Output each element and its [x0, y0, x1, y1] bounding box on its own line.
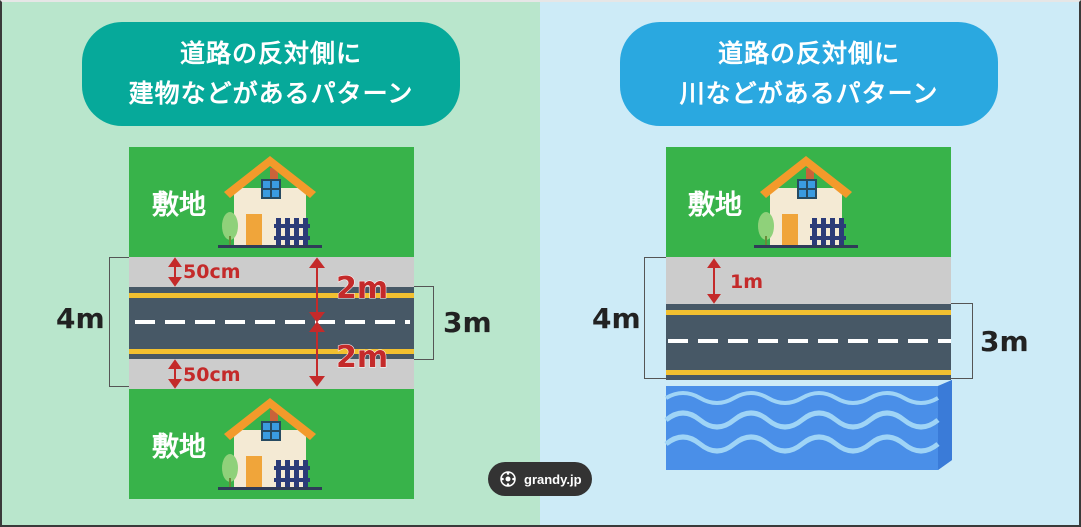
left-road-edge-line-upper — [129, 293, 414, 298]
grandy-badge[interactable]: grandy.jp — [488, 462, 592, 496]
right-setback-arrow — [707, 258, 721, 304]
left-total-width-label: 4m — [56, 302, 105, 335]
right-panel: 道路の反対側に 川などがあるパターン 敷地 4m 3m — [540, 0, 1081, 527]
left-site-top-label: 敷地 — [152, 190, 206, 221]
right-road-width-bracket — [951, 303, 973, 379]
left-title-line2: 建物などがあるパターン — [128, 79, 414, 108]
right-road-edge-line-lower — [666, 370, 951, 375]
badge-text: grandy.jp — [524, 471, 582, 487]
left-road-width-bracket — [414, 286, 434, 360]
left-half-lower-label: 2m — [335, 340, 389, 376]
left-road-edge-line-lower — [129, 349, 414, 354]
right-site-label: 敷地 — [688, 190, 742, 221]
left-site-bottom-label: 敷地 — [152, 432, 206, 463]
right-title-pill: 道路の反対側に 川などがあるパターン — [620, 22, 998, 126]
river-water — [664, 380, 952, 470]
house-icon — [218, 398, 322, 490]
right-center-dashed-line — [668, 339, 951, 343]
house-icon — [218, 156, 322, 248]
right-total-width-bracket — [644, 257, 666, 379]
right-road-edge-line-upper — [666, 310, 951, 315]
left-panel: 道路の反対側に 建物などがあるパターン 敷地 敷地 — [0, 0, 540, 527]
right-setback-label: 1m — [730, 271, 764, 293]
right-title-line1: 道路の反対側に — [717, 39, 900, 68]
left-half-upper-label: 2m — [335, 271, 389, 307]
left-setback-lower-label: 50cm — [183, 364, 241, 386]
right-total-width-label: 4m — [592, 302, 641, 335]
grandy-logo-icon — [500, 471, 516, 487]
right-title-line2: 川などがあるパターン — [679, 79, 939, 108]
left-title-line1: 道路の反対側に — [179, 39, 362, 68]
left-setback-upper-label: 50cm — [183, 261, 241, 283]
left-dimension-arrows — [168, 257, 325, 389]
house-icon — [754, 156, 858, 248]
left-road-width-label: 3m — [443, 306, 492, 339]
left-center-dashed-line — [135, 320, 410, 324]
left-title-pill: 道路の反対側に 建物などがあるパターン — [82, 22, 460, 126]
right-road-width-label: 3m — [980, 325, 1029, 358]
left-total-width-bracket — [109, 257, 129, 387]
